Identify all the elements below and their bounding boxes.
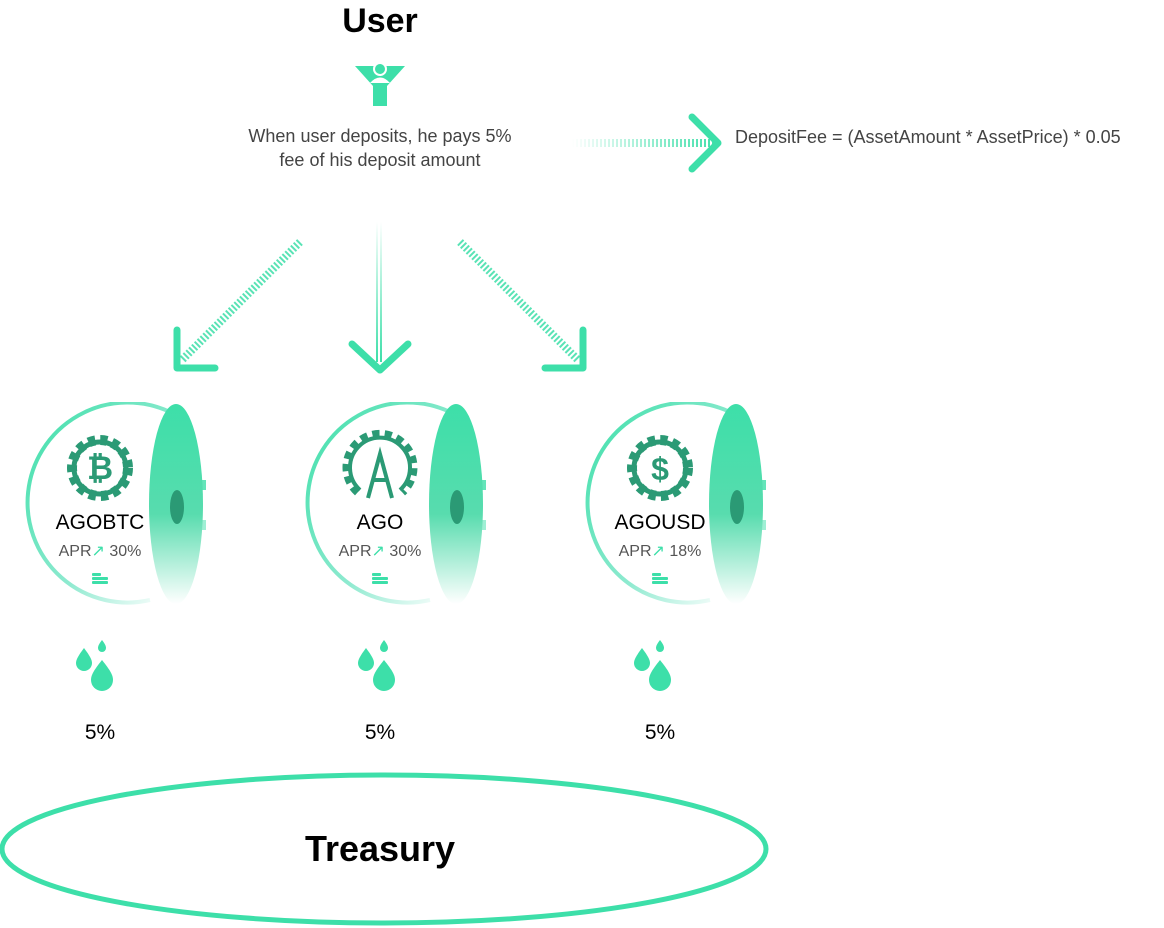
bitcoin-gear-icon: ₿ [67, 435, 133, 501]
apr-label: APR [618, 543, 652, 560]
treasury-label: Treasury [304, 828, 456, 869]
apr-label: APR [58, 543, 92, 560]
vault-name: AGOUSD [614, 511, 706, 534]
trend-up-icon: ↗ [651, 543, 665, 560]
treasury-ellipse [0, 772, 769, 926]
arrow-to-agousd [457, 239, 587, 372]
fee-percent-agousd: 5% [644, 721, 676, 744]
fee-percent-agobtc: 5% [84, 721, 116, 744]
arrow-to-ago [348, 222, 412, 374]
deposit-description: When user deposits, he pays 5% fee of hi… [210, 124, 550, 172]
dollar-gear-icon: $ [627, 435, 693, 501]
deposit-fee-formula: DepositFee = (AssetAmount * AssetPrice) … [735, 127, 1121, 147]
fee-percent-ago: 5% [364, 721, 396, 744]
vault-name: AGOBTC [55, 511, 145, 534]
coins-icon [372, 573, 388, 584]
svg-text:$: $ [651, 451, 669, 487]
description-line-1: When user deposits, he pays 5% [248, 126, 512, 146]
drops-icon [634, 640, 671, 691]
coins-icon [652, 573, 668, 584]
drops-icon [358, 640, 395, 691]
drops-icon [76, 640, 113, 691]
apr-value: 30% [389, 543, 422, 560]
trend-up-icon: ↗ [371, 543, 385, 560]
vault-agousd: $ AGOUSD APR↗ 18% [560, 402, 800, 622]
vault-agobtc: ₿ AGOBTC APR↗ 30% [0, 402, 240, 622]
ago-gear-icon [342, 429, 418, 499]
apr-value: 30% [109, 543, 142, 560]
arrow-to-agobtc [173, 239, 303, 372]
user-funnel-icon [355, 62, 405, 106]
vault-ago: AGO APR↗ 30% [280, 402, 520, 622]
trend-up-icon: ↗ [91, 543, 105, 560]
apr-label: APR [338, 543, 372, 560]
apr-value: 18% [669, 543, 702, 560]
svg-text:₿: ₿ [87, 450, 113, 486]
formula-arrow [572, 113, 722, 173]
vault-apr: APR↗ 30% [0, 542, 200, 562]
description-line-2: fee of his deposit amount [279, 150, 481, 170]
user-title: User [342, 2, 418, 40]
vault-apr: APR↗ 30% [280, 542, 480, 562]
vault-name: AGO [356, 511, 404, 534]
vault-apr: APR↗ 18% [560, 542, 760, 562]
coins-icon [92, 573, 108, 584]
